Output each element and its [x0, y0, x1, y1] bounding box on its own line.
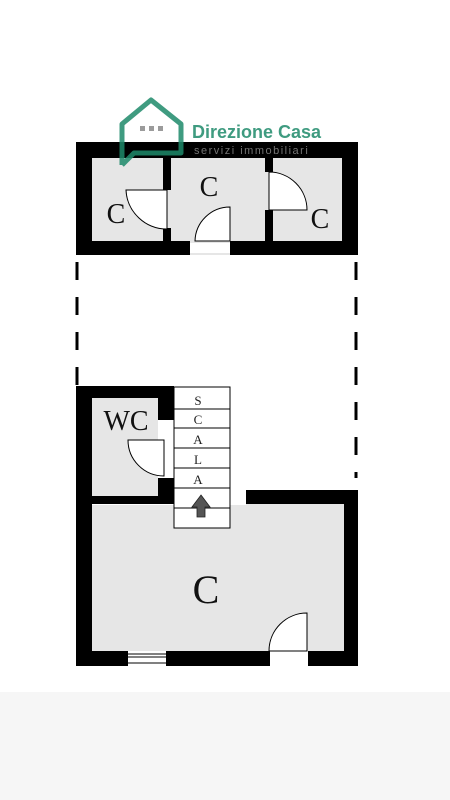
stair-letter-1: S [194, 393, 201, 408]
upper-floor: C C C [76, 142, 358, 255]
lower-wall-wc-right [158, 386, 174, 420]
lower-wall-wc-right-low [158, 478, 174, 498]
lower-wall-right-top [246, 490, 358, 504]
lower-floor: S C A L A WC C [76, 386, 358, 666]
upper-room-center-label: C [200, 172, 219, 203]
lower-wall-wc-bottom [92, 496, 174, 504]
stair-letter-2: C [194, 412, 203, 427]
upper-room-right-label: C [311, 204, 330, 235]
upper-door-right [268, 171, 308, 211]
upper-partition-left-low [163, 228, 171, 255]
lower-wall-bottom-left [76, 651, 128, 666]
upper-partition-right-low [265, 210, 273, 255]
lower-wall-wc-top [76, 386, 174, 398]
upper-wall-bottom-left [76, 241, 190, 255]
house-icon [119, 97, 184, 167]
stair-letter-5: A [193, 472, 203, 487]
lower-window [128, 651, 166, 666]
wc-door [127, 439, 165, 477]
brand-tagline: servizi immobiliari [194, 145, 309, 157]
lower-entrance-door [268, 612, 308, 652]
upper-wall-bottom-right [230, 241, 358, 255]
bottom-band [0, 692, 450, 800]
lower-wall-left [76, 386, 92, 666]
brand-name: Direzione Casa [192, 122, 322, 142]
upper-partition-right [265, 142, 273, 172]
stair-letter-4: L [194, 452, 202, 467]
wc-label: WC [103, 406, 148, 437]
arrow-up-icon [191, 494, 211, 518]
stair-letter-3: A [193, 432, 203, 447]
staircase: S C A L A [173, 386, 231, 529]
lower-entrance-gap [270, 653, 308, 664]
upper-wall-left [76, 142, 92, 255]
upper-room-left-label: C [107, 199, 126, 230]
lower-wall-right [344, 490, 358, 666]
upper-wall-right [342, 142, 358, 255]
upper-door-left [125, 189, 168, 230]
lower-wall-bottom-right [308, 651, 358, 666]
watermark-logo: Direzione Casa servizi immobiliari [119, 97, 322, 167]
lower-wall-bottom-mid [166, 651, 270, 666]
dashed-connectors [75, 262, 358, 478]
upper-entrance-gap [190, 243, 230, 253]
upper-partition-left [163, 142, 171, 190]
upper-door-center [194, 206, 231, 242]
main-room-label: C [193, 567, 220, 612]
